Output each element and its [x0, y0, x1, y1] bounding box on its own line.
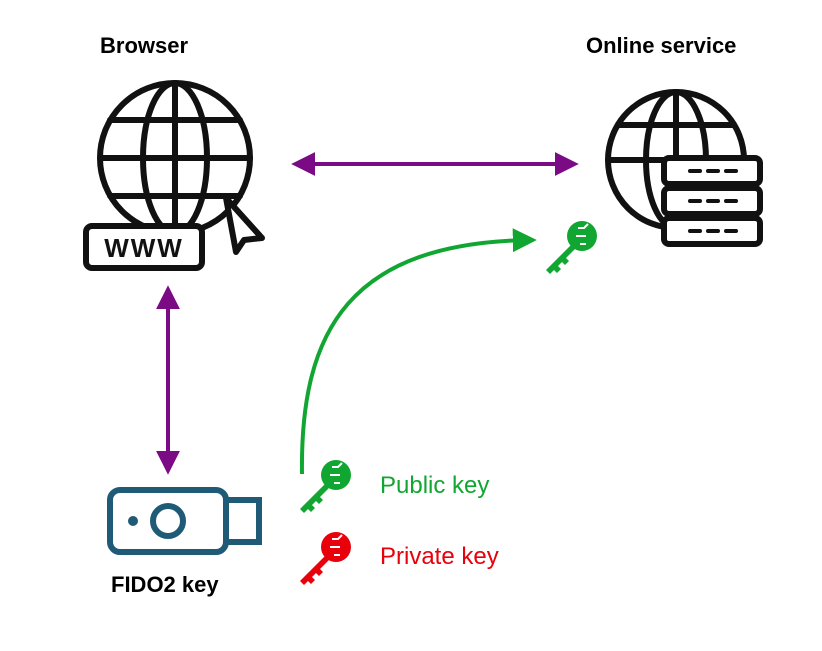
online-service-label: Online service [586, 33, 737, 58]
public-key-label: Public key [380, 472, 490, 499]
public-key-at-service-icon [546, 221, 597, 274]
www-icon-text: WWW [104, 233, 184, 263]
browser-label: Browser [100, 33, 189, 58]
public-key-registration-arrow [299, 228, 537, 475]
usb-security-key-icon [107, 487, 262, 555]
globe-server-icon [605, 89, 763, 247]
private-key-label: Private key [380, 543, 499, 570]
public-key-icon [300, 460, 351, 513]
server-rack-icon [688, 169, 738, 233]
globe-www-cursor-icon [83, 80, 265, 271]
private-key-icon [300, 532, 351, 585]
key-circuit-marks [330, 223, 589, 556]
fido2-key-label: FIDO2 key [111, 572, 219, 597]
usb-led-dot [128, 516, 138, 526]
